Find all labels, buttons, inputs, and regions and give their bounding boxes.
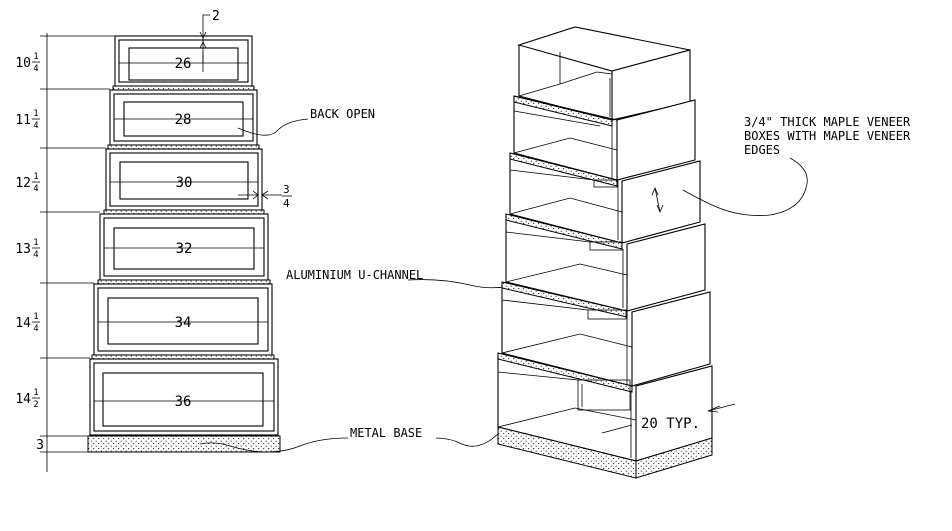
svg-text:4: 4	[33, 64, 38, 74]
svg-text:1: 1	[33, 388, 38, 398]
u-channel-4	[97, 279, 271, 285]
iso-box-4	[505, 214, 706, 312]
box-32	[99, 213, 269, 281]
u-channel-1	[112, 85, 255, 91]
svg-text:1: 1	[33, 109, 38, 119]
height-label-1: 10 1 4	[15, 52, 40, 74]
iso-channel-5	[497, 352, 633, 393]
iso-channel-4	[501, 281, 628, 318]
typ-dim-text: 20 TYP.	[641, 416, 700, 432]
top-dim-text: 2	[212, 9, 220, 24]
height-label-6: 14 1 2	[15, 388, 40, 410]
isometric-view: 20 TYP. 3/4" THICK MAPLE VENEER BOXES WI…	[497, 26, 911, 479]
svg-text:4: 4	[33, 184, 38, 194]
width-label-28: 28	[175, 112, 192, 128]
metal-base-elevation	[87, 435, 281, 453]
u-channel-3	[103, 209, 265, 215]
width-label-34: 34	[175, 315, 192, 331]
height-label-5: 14 1 4	[15, 312, 40, 334]
dimension-extension-lines	[40, 35, 115, 453]
iso-metal-base	[497, 426, 713, 479]
height-label-4: 13 1 4	[15, 238, 40, 260]
height-label-2: 11 1 4	[15, 109, 40, 131]
height-label-3: 12 1 4	[15, 172, 40, 194]
right-dim-den: 4	[283, 197, 290, 210]
veneer-note-line2: BOXES WITH MAPLE VENEER	[744, 129, 911, 143]
svg-text:4: 4	[33, 250, 38, 260]
iso-box-3	[509, 153, 701, 244]
svg-text:4: 4	[33, 121, 38, 131]
svg-text:1: 1	[33, 52, 38, 62]
svg-text:1: 1	[33, 312, 38, 322]
veneer-note-line3: EDGES	[744, 143, 780, 157]
svg-text:14: 14	[15, 316, 31, 331]
width-label-32: 32	[176, 241, 193, 257]
top-dimension: 2	[199, 9, 220, 72]
typ-dimension: 20 TYP.	[601, 403, 736, 434]
box-30	[105, 148, 263, 211]
veneer-note-line1: 3/4" THICK MAPLE VENEER	[744, 115, 911, 129]
iso-channel-3	[505, 213, 623, 250]
base-height-label: 3	[36, 438, 44, 453]
width-label-26: 26	[175, 56, 192, 72]
box-28	[109, 89, 258, 146]
aluminium-channel-note: ALUMINIUM U-CHANNEL	[286, 268, 423, 282]
iso-box-5	[501, 282, 711, 387]
svg-text:11: 11	[15, 113, 31, 128]
svg-text:12: 12	[15, 176, 31, 191]
u-channel-2	[107, 144, 260, 150]
iso-box-1	[517, 26, 691, 121]
right-dim-num: 3	[283, 183, 290, 196]
iso-box-2	[513, 95, 696, 181]
box-34	[93, 283, 273, 356]
callouts: BACK OPEN ALUMINIUM U-CHANNEL METAL BASE	[199, 107, 511, 453]
svg-text:1: 1	[33, 238, 38, 248]
svg-text:1: 1	[33, 172, 38, 182]
iso-channel-2	[509, 152, 618, 187]
metal-base-note: METAL BASE	[350, 426, 422, 440]
svg-text:10: 10	[15, 56, 31, 71]
width-label-30: 30	[176, 175, 193, 191]
box-36	[89, 358, 279, 436]
right-dimension: 3 4	[238, 183, 292, 210]
box-26	[114, 35, 253, 87]
svg-text:2: 2	[33, 400, 38, 410]
iso-channel-1	[513, 95, 613, 127]
front-elevation: 2 3 4 26 28 30 32 34 36 10 1 4 11 1	[15, 9, 292, 472]
back-open-note: BACK OPEN	[310, 107, 375, 121]
u-channel-5	[91, 354, 275, 360]
svg-text:4: 4	[33, 324, 38, 334]
svg-text:14: 14	[15, 392, 31, 407]
width-label-36: 36	[175, 394, 192, 410]
svg-text:13: 13	[15, 242, 31, 257]
